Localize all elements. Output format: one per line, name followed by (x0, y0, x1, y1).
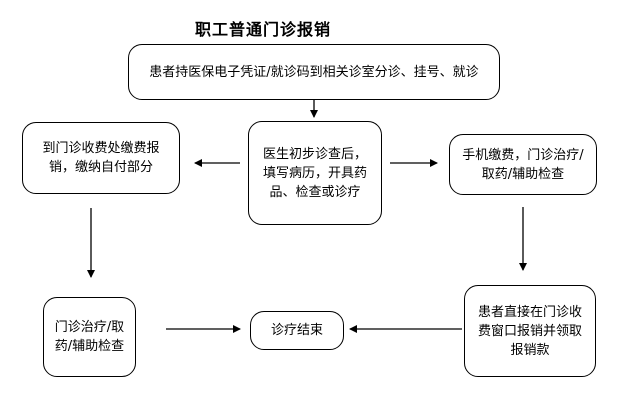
node-left-pay-text: 到门诊收费处缴费报销，缴纳自付部分 (42, 141, 160, 175)
node-right-claim-text: 患者直接在门诊收费窗口报销并领取报销款 (477, 304, 582, 358)
node-end: 诊疗结束 (250, 311, 344, 350)
node-doctor: 医生初步诊查后，填写病历，开具药品、检查或诊疗 (248, 121, 382, 225)
node-start-text: 患者持医保电子凭证/就诊码到相关诊室分诊、挂号、就诊 (149, 64, 479, 80)
node-doctor-text: 医生初步诊查后，填写病历，开具药品、检查或诊疗 (262, 146, 367, 200)
node-right-pay-text: 手机缴费，门诊治疗/取药/辅助检查 (462, 147, 584, 182)
diagram-title: 职工普通门诊报销 (195, 20, 332, 39)
node-left-treat: 门诊治疗/取药/辅助检查 (43, 297, 136, 377)
node-right-claim: 患者直接在门诊收费窗口报销并领取报销款 (464, 285, 596, 377)
node-start: 患者持医保电子凭证/就诊码到相关诊室分诊、挂号、就诊 (128, 44, 500, 100)
node-left-pay: 到门诊收费处缴费报销，缴纳自付部分 (22, 122, 180, 194)
node-right-pay: 手机缴费，门诊治疗/取药/辅助检查 (449, 134, 597, 195)
node-end-text: 诊疗结束 (270, 323, 323, 338)
node-left-treat-text: 门诊治疗/取药/辅助检查 (54, 320, 125, 354)
